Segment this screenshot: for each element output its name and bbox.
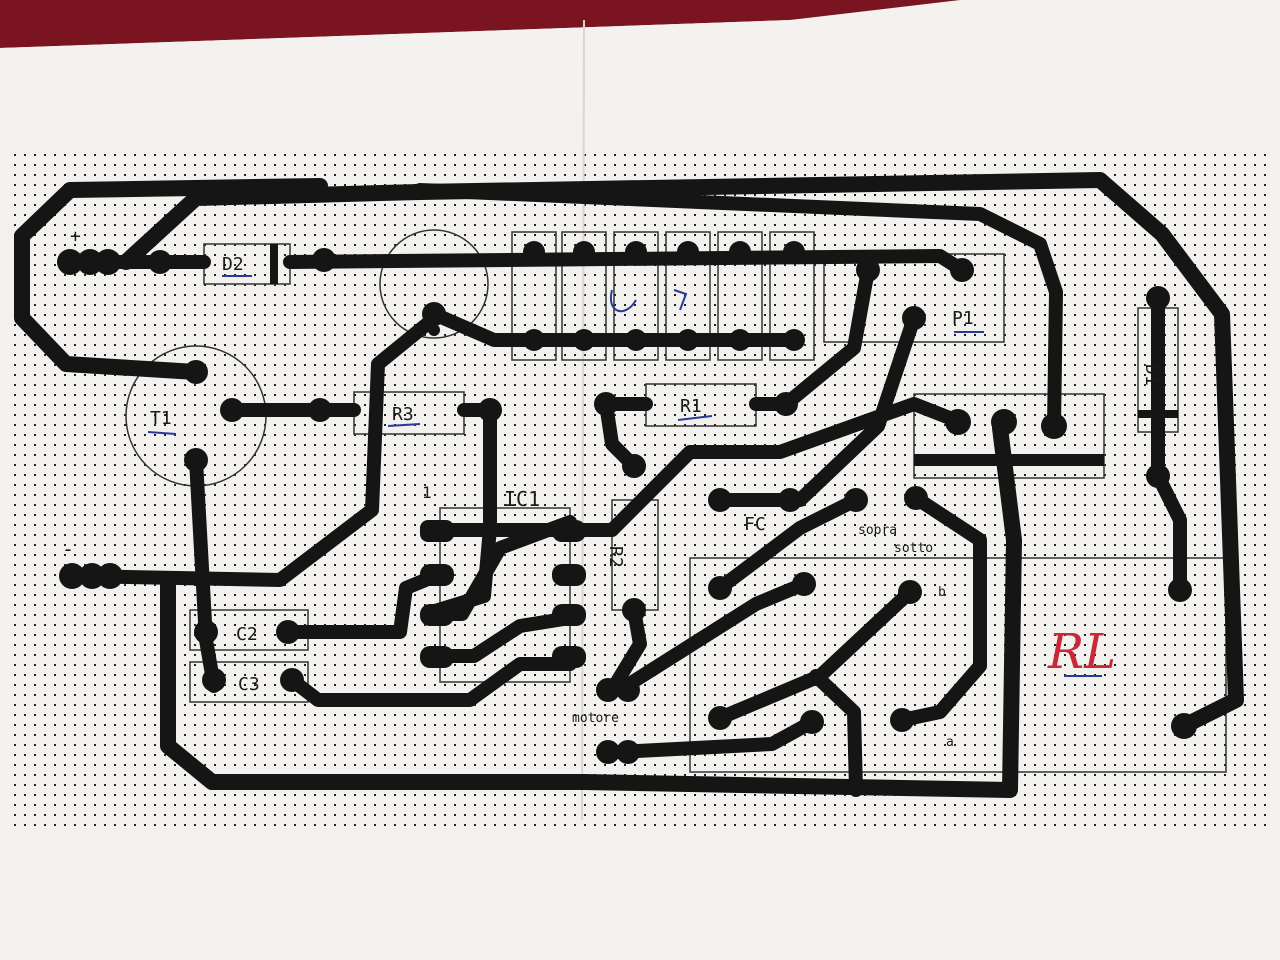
plus-label: + — [70, 226, 81, 247]
trace-fc-sopra — [713, 493, 863, 595]
fc-label: FC — [744, 514, 766, 535]
ic1-label: IC1 — [504, 487, 540, 511]
p1-label: P1 — [952, 308, 974, 329]
trace-relay-3 — [611, 715, 819, 759]
fc-block-bar — [914, 454, 1104, 466]
d2-cathode-band — [270, 244, 278, 284]
t1-label: T1 — [150, 408, 172, 429]
d1-label: D1 — [1141, 364, 1162, 386]
c3-label: C3 — [238, 674, 260, 695]
rl-handwritten-label: RL — [1047, 624, 1116, 680]
trace-minus-bus — [69, 313, 439, 587]
paper-fold — [581, 19, 585, 821]
trace-relay-1 — [613, 577, 811, 697]
trace-left-bus — [14, 178, 328, 380]
plus-connector-pads — [57, 249, 121, 275]
r3-label: R3 — [392, 404, 414, 425]
r2-label: R2 — [605, 546, 626, 568]
solder-pads — [57, 241, 1197, 764]
handwritten-annotations — [147, 275, 1102, 677]
trace-c3 — [285, 657, 577, 707]
trace-fc-sotto — [895, 491, 987, 727]
ic1-pads — [420, 520, 586, 668]
c2-label: C2 — [236, 624, 258, 645]
terminal-pads-bottom — [523, 329, 805, 351]
relay-b-label: b — [938, 585, 946, 600]
sotto-label: sotto — [894, 541, 933, 556]
motore-pads — [596, 678, 640, 764]
motore-label: motore — [572, 711, 619, 726]
terminal-pads-top — [523, 241, 805, 263]
aux-circle-outline — [379, 229, 489, 339]
trace-outer-loop — [118, 172, 1244, 734]
d1-cathode-band — [1138, 410, 1178, 418]
sopra-label: sopra — [858, 523, 897, 538]
relay-outline — [689, 557, 1227, 773]
c3-outline — [189, 661, 309, 703]
trace-relay-4 — [809, 669, 863, 797]
ic1-pin1-label: 1 — [422, 483, 432, 502]
relay-a-label: a — [946, 735, 954, 750]
trace-p1-loop — [413, 183, 1063, 433]
trace-d1 — [1151, 291, 1187, 597]
minus-connector-pads — [59, 563, 123, 589]
minus-label: - — [62, 537, 74, 561]
trace-p1-fc — [713, 311, 921, 507]
d2-label: D2 — [222, 254, 244, 275]
r1-label: R1 — [680, 396, 702, 417]
paper-sheet-top — [0, 0, 1280, 160]
trace-bottom-bus — [160, 420, 1022, 798]
terminal-strip-outline — [511, 231, 815, 361]
